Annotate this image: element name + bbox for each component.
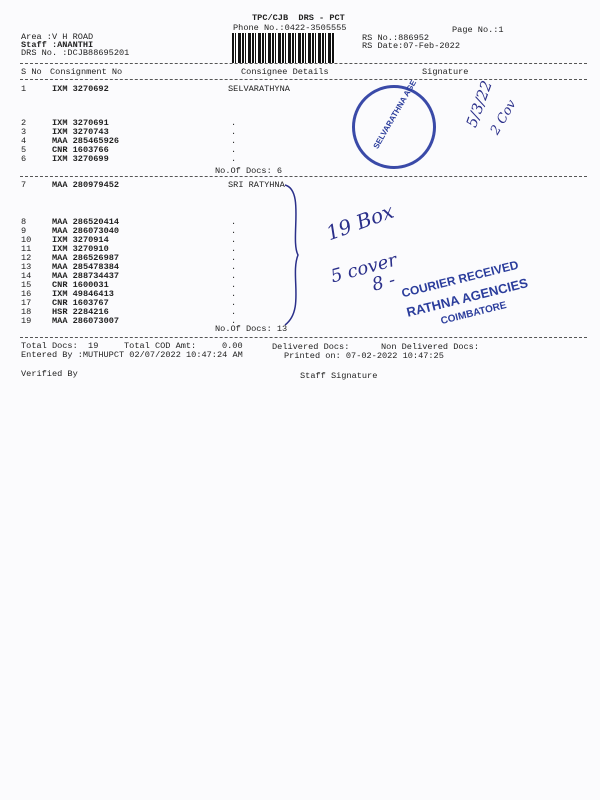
row-cn: MAA 286520414 — [52, 217, 120, 227]
handwritten-covers-1: 2 Cov — [487, 97, 520, 138]
row-cn: MAA 286073007 — [52, 316, 120, 326]
col-sno: S No — [21, 67, 42, 77]
non-delivered-docs: Non Delivered Docs: — [381, 342, 479, 352]
row-cn: IXM 3270743 — [52, 127, 109, 137]
area: Area :V H ROAD — [21, 32, 94, 42]
divider — [20, 337, 587, 338]
row-consignee: SELVARATHYNA — [228, 84, 290, 94]
row-cn: CNR 1600031 — [52, 280, 109, 290]
row-sno: 13 — [21, 262, 32, 272]
divider — [20, 79, 587, 80]
staff-signature: Staff Signature — [300, 371, 378, 381]
verified-by: Verified By — [21, 369, 78, 379]
row-consignee: SRI RATYHNA — [228, 180, 285, 190]
divider — [20, 63, 587, 64]
row-cn: MAA 288734437 — [52, 271, 120, 281]
row-cn: IXM 3270699 — [52, 154, 109, 164]
row-sno: 3 — [21, 127, 27, 137]
row-consignee: . — [231, 253, 237, 263]
row-consignee: . — [231, 316, 237, 326]
row-cn: IXM 3270910 — [52, 244, 109, 254]
row-sno: 10 — [21, 235, 32, 245]
rs-no: RS No.:886952 — [362, 33, 430, 43]
row-cn: IXM 3270914 — [52, 235, 109, 245]
total-docs: Total Docs: 19 — [21, 341, 99, 351]
row-consignee: . — [231, 244, 237, 254]
handwritten-boxes: 19 Box — [323, 198, 397, 246]
col-signature: Signature — [422, 67, 469, 77]
row-cn: HSR 2284216 — [52, 307, 109, 317]
circular-stamp — [352, 85, 436, 169]
row-sno: 9 — [21, 226, 27, 236]
drs-no: DRS No. :DCJB88695201 — [21, 48, 130, 58]
row-sno: 2 — [21, 118, 27, 128]
row-sno: 18 — [21, 307, 32, 317]
bracket-mark — [284, 184, 299, 326]
group-2-docs: No.Of Docs: 13 — [215, 324, 288, 334]
col-consignee: Consignee Details — [241, 67, 329, 77]
entered-by: Entered By :MUTHUPCT 02/07/2022 10:47:24… — [21, 350, 243, 360]
row-cn: CNR 1603767 — [52, 298, 109, 308]
row-consignee: . — [231, 127, 237, 137]
printed-on: Printed on: 07-02-2022 10:47:25 — [284, 351, 444, 361]
row-consignee: . — [231, 307, 237, 317]
row-consignee: . — [231, 154, 237, 164]
row-sno: 8 — [21, 217, 27, 227]
row-sno: 11 — [21, 244, 32, 254]
doc-title: TPC/CJB DRS - PCT — [252, 13, 345, 23]
row-cn: IXM 49846413 — [52, 289, 114, 299]
row-sno: 17 — [21, 298, 32, 308]
row-cn: MAA 280979452 — [52, 180, 120, 190]
row-sno: 19 — [21, 316, 32, 326]
row-sno: 16 — [21, 289, 32, 299]
row-cn: MAA 286073040 — [52, 226, 120, 236]
phone: Phone No.:0422-3505555 — [233, 23, 347, 33]
row-sno: 7 — [21, 180, 27, 190]
row-consignee: . — [231, 289, 237, 299]
group-1-docs: No.Of Docs: 6 — [215, 166, 283, 176]
row-consignee: . — [231, 226, 237, 236]
row-consignee: . — [231, 136, 237, 146]
row-cn: IXM 3270692 — [52, 84, 109, 94]
row-consignee: . — [231, 235, 237, 245]
rs-date: RS Date:07-Feb-2022 — [362, 41, 460, 51]
divider — [20, 176, 587, 177]
row-consignee: . — [231, 280, 237, 290]
delivered-docs: Delivered Docs: — [272, 342, 350, 352]
row-sno: 6 — [21, 154, 27, 164]
row-cn: MAA 286526987 — [52, 253, 120, 263]
page-no: Page No.:1 — [452, 25, 504, 35]
row-sno: 12 — [21, 253, 32, 263]
row-consignee: . — [231, 262, 237, 272]
barcode — [232, 33, 335, 63]
row-consignee: . — [231, 145, 237, 155]
row-consignee: . — [231, 298, 237, 308]
row-sno: 4 — [21, 136, 27, 146]
row-sno: 5 — [21, 145, 27, 155]
row-cn: IXM 3270691 — [52, 118, 109, 128]
col-consignment: Consignment No — [50, 67, 123, 77]
row-sno: 15 — [21, 280, 32, 290]
row-consignee: . — [231, 271, 237, 281]
row-sno: 14 — [21, 271, 32, 281]
total-cod: Total COD Amt: 0.00 — [124, 341, 243, 351]
staff: Staff :ANANTHI — [21, 40, 94, 50]
handwritten-date: 5/3/22 — [462, 78, 496, 130]
row-cn: MAA 285465926 — [52, 136, 120, 146]
row-consignee: . — [231, 217, 237, 227]
row-cn: MAA 285478384 — [52, 262, 120, 272]
row-sno: 1 — [21, 84, 27, 94]
handwritten-eight: 8 - — [369, 269, 398, 296]
row-consignee: . — [231, 118, 237, 128]
row-cn: CNR 1603766 — [52, 145, 109, 155]
